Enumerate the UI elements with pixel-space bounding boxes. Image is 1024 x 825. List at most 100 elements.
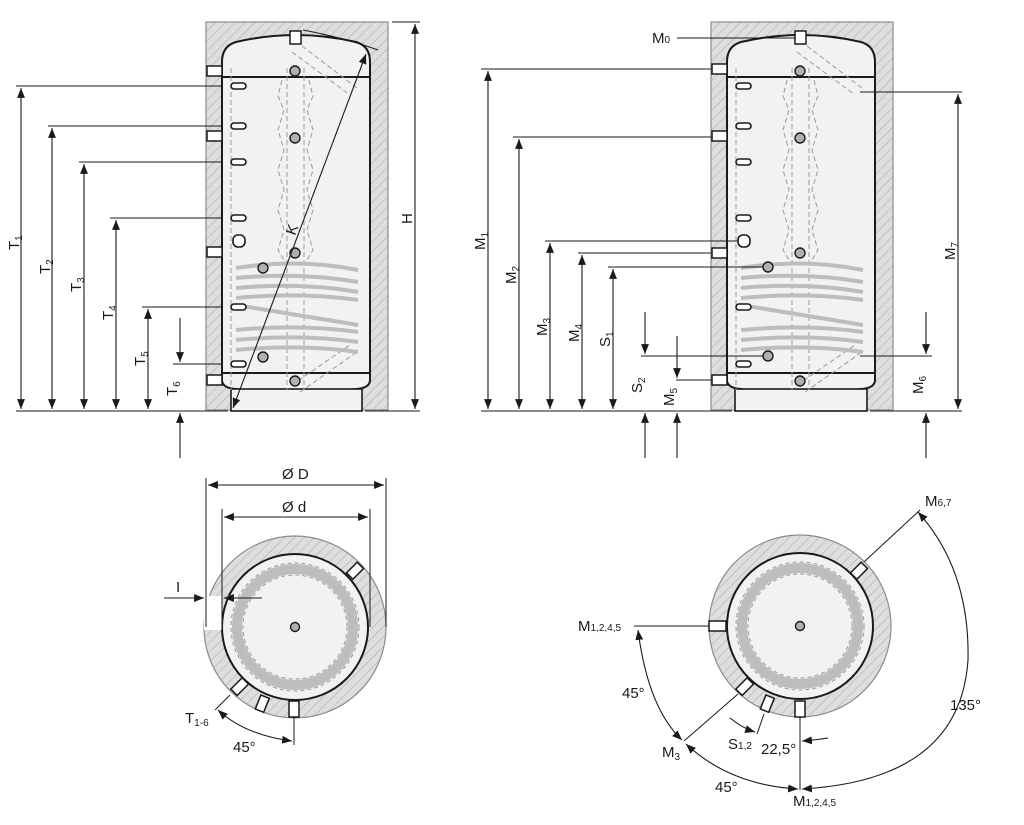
label-m1245-left: M1,2,4,5: [578, 618, 622, 635]
label-m4: M4: [566, 324, 585, 343]
sensor-sleeve: [735, 303, 752, 311]
connection-dot: [289, 375, 301, 387]
sensor-sleeve: [230, 214, 247, 222]
right-elevation: M0 M1 M2 M3 M4 S1 S2 M5 M7 M6: [472, 21, 962, 458]
coil-dash: [230, 562, 360, 692]
sensor-sleeve: [230, 303, 247, 311]
label-m3: M3: [534, 318, 553, 337]
label-t6: T6: [164, 381, 183, 396]
label-s2: S2: [629, 377, 648, 393]
sensor-sleeve: [230, 82, 247, 90]
sensor-sleeve: [735, 82, 752, 90]
side-port: [711, 130, 728, 142]
label-h: H: [399, 213, 416, 224]
heat-exchanger-coil: [740, 261, 864, 354]
leader-m67: [863, 509, 921, 563]
connection-dot: [794, 247, 806, 259]
port-m3: [734, 676, 755, 697]
label-m5: M5: [661, 388, 680, 407]
leader-t16: [214, 694, 231, 711]
port: [288, 700, 300, 718]
port-m1245-left: [708, 620, 727, 632]
sensor-sleeve: [735, 122, 752, 130]
label-angle-45: 45°: [233, 739, 256, 756]
angle-arc-lower-left: [685, 743, 799, 793]
side-port: [206, 65, 223, 77]
label-t4: T4: [100, 305, 119, 320]
port-s12: [759, 694, 776, 714]
label-m1: M1: [472, 232, 491, 251]
left-elevation: T1 T2 T3 T4 T5 T6 H K: [6, 21, 420, 458]
label-m1245-bottom: M1,2,4,5: [793, 793, 837, 810]
label-t5: T5: [132, 351, 151, 366]
coil-port: [257, 351, 269, 363]
sensor-sleeve: [735, 158, 752, 166]
coil-port: [257, 262, 269, 274]
label-t2: T2: [37, 259, 56, 274]
connection-dot: [289, 132, 301, 144]
sensor-sleeve: [735, 214, 752, 222]
side-port: [206, 130, 223, 142]
coil-dash: [242, 574, 348, 680]
top-nozzle-m0: [794, 30, 807, 45]
center-dot: [289, 621, 301, 633]
top-heater-dash: [796, 45, 863, 96]
sensor-sleeve: [230, 122, 247, 130]
stratifier-dash: [811, 79, 819, 261]
sensor-sleeve: [737, 234, 751, 248]
label-m0: M0: [652, 30, 671, 47]
coil-port: [762, 261, 774, 273]
label-m7: M7: [942, 242, 961, 261]
side-port: [711, 63, 728, 75]
connection-dot: [794, 375, 806, 387]
label-angle-right: 135°: [950, 697, 981, 714]
angle-arc-right: [801, 511, 969, 793]
leader-m3: [683, 693, 739, 742]
side-port: [206, 246, 223, 258]
left-plan-view: Ø D Ø d I T1-6 45°: [164, 466, 387, 756]
port: [345, 561, 365, 581]
top-nozzle: [289, 30, 302, 45]
tank-base: [230, 388, 363, 412]
label-angle-s-offset: 22,5°: [761, 741, 796, 758]
label-t3: T3: [68, 277, 87, 292]
cutaway: [204, 596, 222, 630]
connection-dot: [794, 65, 806, 77]
dim-line-k: [232, 53, 367, 409]
coil-port: [762, 350, 774, 362]
label-m6: M6: [910, 376, 929, 395]
label-angle-upper-left: 45°: [622, 685, 645, 702]
connection-dot: [289, 65, 301, 77]
k-arc: [302, 29, 379, 51]
side-port: [711, 374, 728, 386]
sensor-sleeve: [230, 360, 247, 368]
center-dot: [794, 620, 806, 632]
angle-arc-s-left: [729, 717, 756, 733]
label-insulation: I: [176, 579, 180, 596]
label-outer-diameter: Ø D: [282, 466, 309, 483]
label-m2: M2: [503, 266, 522, 285]
label-m3: M3: [662, 744, 681, 763]
label-m67: M6,7: [925, 493, 952, 510]
sensor-sleeve: [232, 234, 246, 248]
label-t16: T1-6: [185, 710, 209, 729]
label-angle-lower-left: 45°: [715, 779, 738, 796]
coil-ring: [232, 564, 358, 690]
right-plan-view: M6,7 M1,2,4,5 M3 S1,2 M1,2,4,5 45° 45° 2…: [578, 493, 981, 810]
angle-arc-upper-left: [635, 629, 683, 741]
tank-base: [734, 388, 868, 412]
sensor-sleeve: [230, 158, 247, 166]
angle-arc-s-right: [801, 736, 829, 745]
label-t1: T1: [6, 235, 25, 250]
label-inner-diameter: Ø d: [282, 499, 306, 516]
label-s1: S1: [597, 331, 616, 347]
sensor-sleeve: [735, 360, 752, 368]
connection-dot: [794, 132, 806, 144]
port-m1245-bottom: [794, 700, 806, 718]
leader-s12: [756, 713, 765, 735]
sensor-port: [229, 676, 250, 697]
side-port: [711, 247, 728, 259]
label-s12: S1,2: [728, 736, 752, 753]
